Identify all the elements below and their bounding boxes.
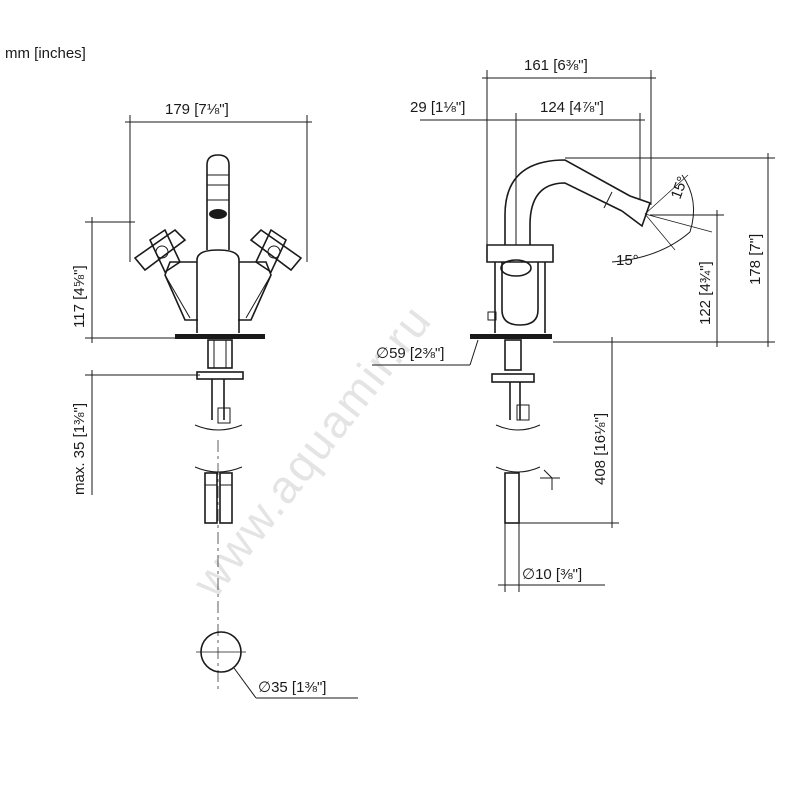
front-height-label: 117 [4⅝"] <box>71 265 88 328</box>
front-view <box>133 154 303 690</box>
angle-upper-label: 15° <box>668 174 692 201</box>
hole-diameter-label: ∅35 [1⅜"] <box>258 679 326 696</box>
spout-height-label: 122 [4¾"] <box>697 261 714 325</box>
front-width-label: 179 [7⅛"] <box>165 101 229 118</box>
right-cross-handle-icon <box>249 228 303 274</box>
base-diameter-label: ∅59 [2⅜"] <box>376 345 444 362</box>
side-offset-label: 29 [1⅛"] <box>410 99 465 116</box>
units-label: mm [inches] <box>5 45 86 62</box>
side-reach-label: 124 [4⅞"] <box>540 99 604 116</box>
left-cross-handle-icon <box>133 228 187 274</box>
side-total-label: 161 [6⅜"] <box>524 57 588 74</box>
front-dimensions: 179 [7⅛"] 117 [4⅝"] max. 35 [1⅜"] ∅35 [1… <box>71 101 358 699</box>
side-height-label: 178 [7"] <box>747 234 764 285</box>
aerator-icon <box>209 209 227 219</box>
deck-thickness-label: max. 35 [1⅜"] <box>71 403 88 495</box>
watermark: www.aquamir.ru <box>181 294 441 607</box>
hose-diameter-label: ∅10 [⅜"] <box>522 566 582 583</box>
angle-lower-label: 15° <box>616 252 639 269</box>
side-dimensions: 161 [6⅜"] 29 [1⅛"] 124 [4⅞"] 178 [7"] 12… <box>372 57 775 592</box>
hose-length-label: 408 [16⅛"] <box>592 413 609 485</box>
